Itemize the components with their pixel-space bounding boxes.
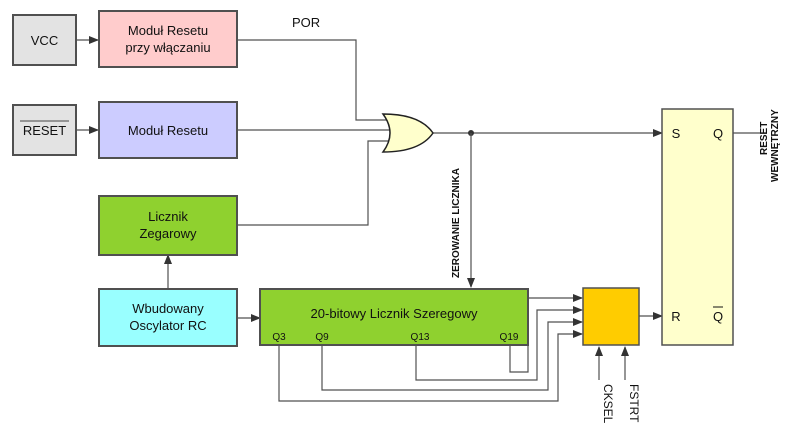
por-signal-label: POR	[292, 15, 320, 30]
por-module-label-line1: Moduł Resetu	[128, 23, 208, 38]
wiring	[76, 36, 760, 402]
counter-tap-q9: Q9	[315, 332, 329, 343]
wire-clock-counter-to-gate	[237, 140, 393, 226]
counter-reset-label: ZEROWANIE LICZNIKA	[451, 168, 462, 278]
clock-counter-label-line1: Licznik	[148, 209, 188, 224]
reset-module-box	[98, 101, 238, 159]
vcc-label: VCC	[31, 33, 58, 48]
wire-q3-to-mux	[278, 330, 583, 402]
flipflop-r-pin: R	[671, 309, 680, 324]
vcc-box	[12, 14, 77, 66]
counter-tap-q19: Q19	[500, 332, 519, 343]
clock-counter-box	[98, 195, 238, 256]
fstrt-label: FSTRT	[627, 384, 641, 423]
por-module-label-line2: przy włączaniu	[125, 40, 210, 55]
wire-por-to-gate	[237, 39, 393, 121]
counter-tap-labels: Q3 Q9 Q13 Q19	[272, 332, 519, 343]
wire-q19-to-mux	[509, 294, 583, 373]
flipflop-box	[661, 108, 734, 346]
wire-q13-to-mux	[415, 306, 583, 381]
wire-q9-to-mux	[321, 318, 583, 391]
flipflop-qbar-pin: Q	[713, 309, 723, 324]
por-module-box	[98, 10, 238, 68]
or-gate-icon	[381, 113, 434, 153]
flipflop-s-pin: S	[672, 126, 681, 141]
reset-input-label: RESET	[23, 123, 66, 138]
counter-tap-q3: Q3	[272, 332, 286, 343]
cksel-label: CKSEL	[601, 384, 615, 424]
rc-oscillator-box	[98, 288, 238, 347]
rc-oscillator-label-line2: Oscylator RC	[129, 318, 206, 333]
serial-counter-box	[259, 288, 529, 346]
counter-tap-q13: Q13	[411, 332, 430, 343]
flipflop-q-pin: Q	[713, 126, 723, 141]
reset-module-label: Moduł Resetu	[128, 123, 208, 138]
mux-box	[582, 287, 640, 346]
rc-oscillator-label-line1: Wbudowany	[132, 301, 204, 316]
reset-input-box	[12, 104, 77, 156]
serial-counter-label: 20-bitowy Licznik Szeregowy	[311, 306, 478, 321]
internal-reset-label-line2: WEWNĘTRZNY	[770, 109, 781, 182]
internal-reset-label-line1: RESET	[759, 122, 770, 155]
clock-counter-label-line2: Zegarowy	[139, 226, 197, 241]
